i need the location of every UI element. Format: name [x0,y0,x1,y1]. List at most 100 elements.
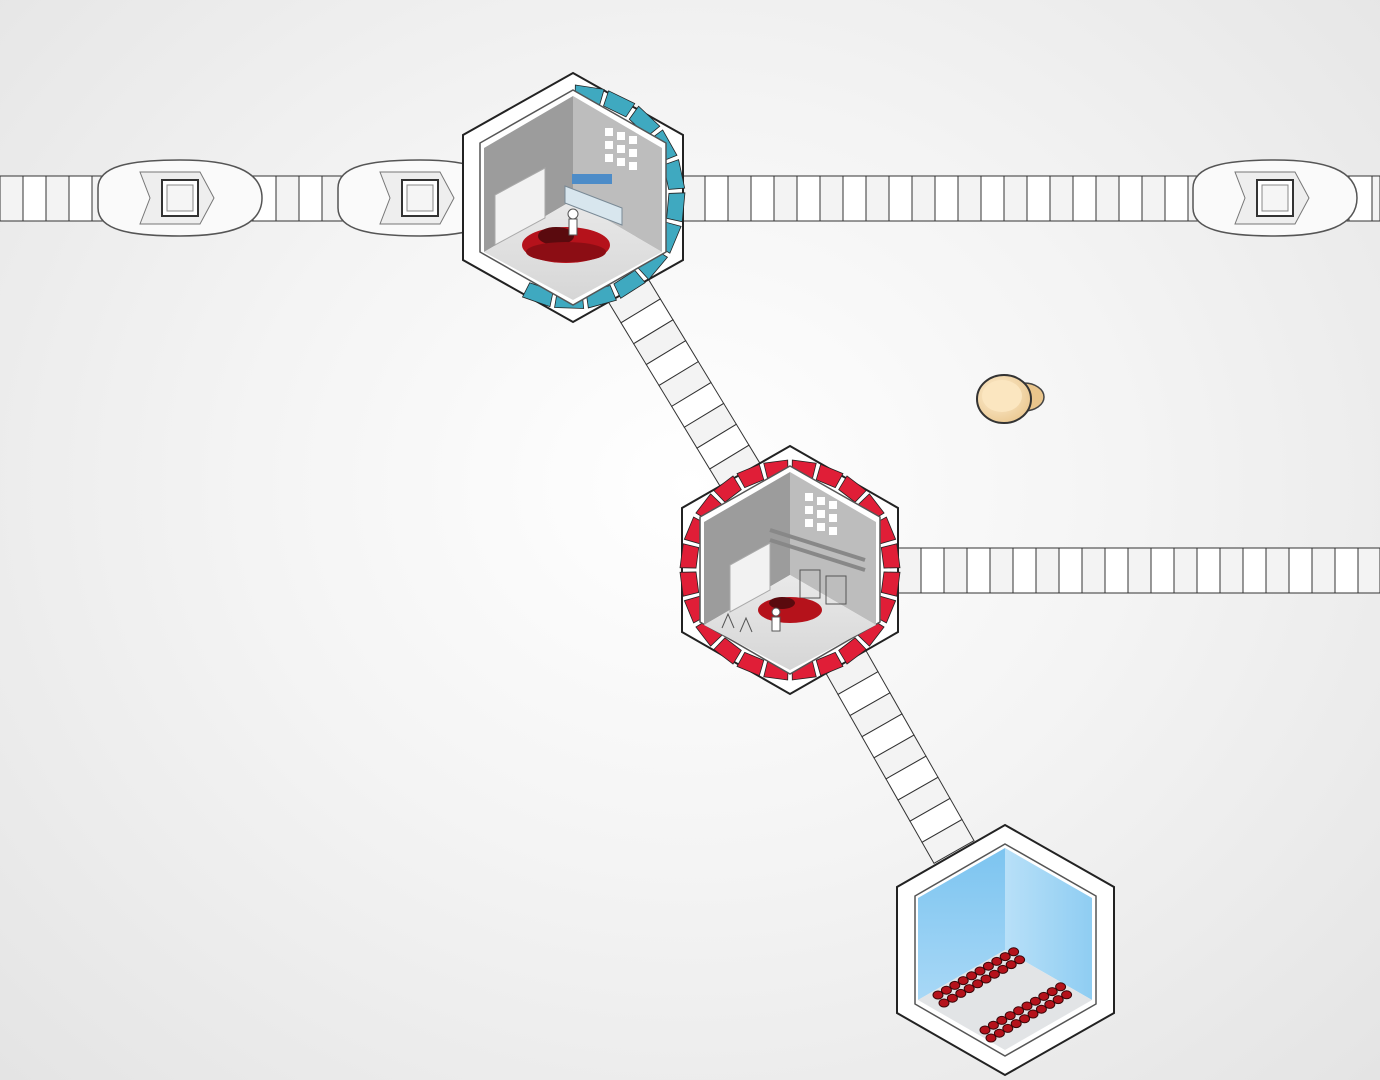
tire [1004,1011,1016,1021]
tire [1013,1006,1025,1016]
tire-stacks [932,947,1073,1043]
road-top-right-tile [819,175,844,222]
progress-segment [679,543,700,569]
road-mid-right-tile [1288,547,1313,594]
service-room-counter [564,185,623,226]
workshop-room-garage-door [729,542,771,613]
tire [938,998,950,1008]
progress-segment [713,475,742,503]
road-top-right-tile [1072,175,1097,222]
road-mid-right-tile [1012,547,1037,594]
service-room-garage-door [494,167,546,246]
road-top-right-tile [773,175,798,222]
progress-segment [663,159,686,190]
workshop-room[interactable] [679,444,901,696]
tire [963,984,975,994]
parts-storage-room[interactable] [896,823,1115,1077]
progress-segment [679,571,700,597]
service-room[interactable] [462,71,686,324]
road-top-right-tile [727,175,752,222]
progress-segment [815,651,844,677]
workshop-room-mechanic [771,607,781,632]
tire [982,961,994,971]
road-top-right-tile [865,175,890,222]
road-diag-lower [825,649,975,865]
road-mid-right-tile [1311,547,1336,594]
road-mid-right [897,547,1380,594]
road-mid-right-tile [897,547,922,594]
tire [1029,996,1041,1006]
progress-segment [880,571,901,597]
road-mid-right-tile [1058,547,1083,594]
tire [996,1015,1008,1025]
road-top-right-tile [934,175,959,222]
road-mid-right-tile [920,547,945,594]
tire [1061,990,1073,1000]
tire [1019,1014,1031,1024]
road-mid-right-tile [989,547,1014,594]
tire [1005,960,1017,970]
road-top-right-tile [1095,175,1120,222]
road-top-right-tile [1026,175,1051,222]
car-roof-inner [166,184,194,212]
progress-segment [713,637,742,665]
road-top-right-tile [681,175,706,222]
service-room-screen [572,174,612,184]
progress-segment [603,90,636,118]
tire [985,1033,997,1043]
road-top-left-tile [0,175,24,222]
progress-segment [838,637,867,665]
car[interactable] [97,159,263,237]
tire [988,969,1000,979]
tire [1021,1001,1033,1011]
tire [957,976,969,986]
road-top-right-tile [1371,175,1380,222]
car[interactable] [337,159,503,237]
tire [1008,947,1020,957]
tire [1052,995,1064,1005]
tire [946,993,958,1003]
car-roof-inner [406,184,434,212]
workshop-room-stands [721,612,753,633]
road-mid-right-tile [1334,547,1359,594]
road-top-left-tile [68,175,93,222]
workshop-room-car [758,597,822,623]
road-top-left-tile [22,175,47,222]
car[interactable] [1192,159,1358,237]
road-mid-right-tile [1357,547,1380,594]
tire [1010,1019,1022,1029]
road-mid-right-tile [1219,547,1244,594]
road-mid-right-tile [1081,547,1106,594]
road-top-left-tile [298,175,323,222]
road-mid-right-tile [943,547,968,594]
tire [955,988,967,998]
tire [979,1025,991,1035]
road-mid-right-tile [1035,547,1060,594]
road-diag-lower-tile [921,818,975,865]
tire [997,964,1009,974]
tire [987,1020,999,1030]
progress-segment [880,543,901,569]
parts-storage-room-floor [918,950,1092,1050]
service-room-window [605,128,637,170]
road-top-right-tile [704,175,729,222]
road-top-right-tile [1141,175,1166,222]
progress-segment [613,269,646,299]
workshop-room-pipes [769,528,866,572]
road-mid-right-tile [1173,547,1198,594]
road-diag-upper [607,277,763,491]
tire [1046,987,1058,997]
road-top-right-tile [1164,175,1189,222]
road-mid-right-tile [1127,547,1152,594]
coin-stack[interactable] [976,374,1045,424]
progress-segment [736,651,765,677]
road-mid-right-tile [966,547,991,594]
tire [1002,1023,1014,1033]
road-top-right-tile [1118,175,1143,222]
tire [991,956,1003,966]
tire [940,985,952,995]
tire [932,990,944,1000]
tire [1038,991,1050,1001]
car-layer [97,159,1358,237]
road-top-right-tile [750,175,775,222]
